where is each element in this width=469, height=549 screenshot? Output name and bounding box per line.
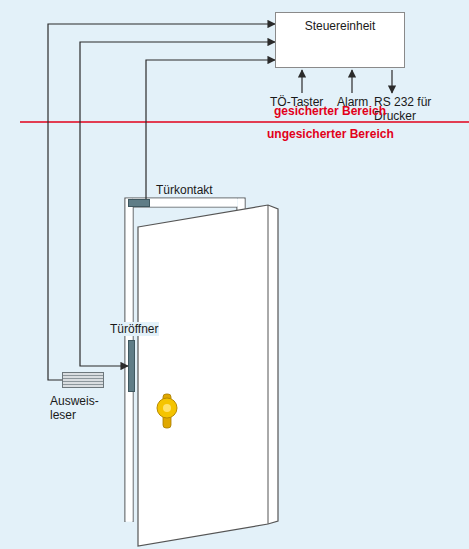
control-unit-box: Steuereinheit bbox=[275, 12, 405, 68]
card-reader: Ausweis- leser bbox=[62, 372, 104, 388]
signal-wire bbox=[146, 60, 275, 199]
part-label: Ausweis- leser bbox=[49, 394, 107, 422]
box-title: Steuereinheit bbox=[276, 13, 404, 33]
output-arrow bbox=[391, 70, 392, 93]
input-arrow bbox=[351, 70, 352, 93]
door-handle bbox=[157, 394, 177, 428]
part-label: Türöffner bbox=[109, 322, 159, 336]
signal-wire bbox=[80, 42, 275, 366]
signal-wire bbox=[48, 24, 275, 380]
door-opener: Türöffner bbox=[128, 340, 135, 392]
input-arrow bbox=[301, 70, 302, 93]
door-contact: Türkontakt bbox=[128, 199, 150, 207]
part-label: Türkontakt bbox=[155, 183, 214, 197]
door-leaf bbox=[138, 205, 278, 546]
zone-label: ungesicherter Bereich bbox=[267, 127, 394, 141]
zone-label: gesicherter Bereich bbox=[274, 104, 386, 118]
